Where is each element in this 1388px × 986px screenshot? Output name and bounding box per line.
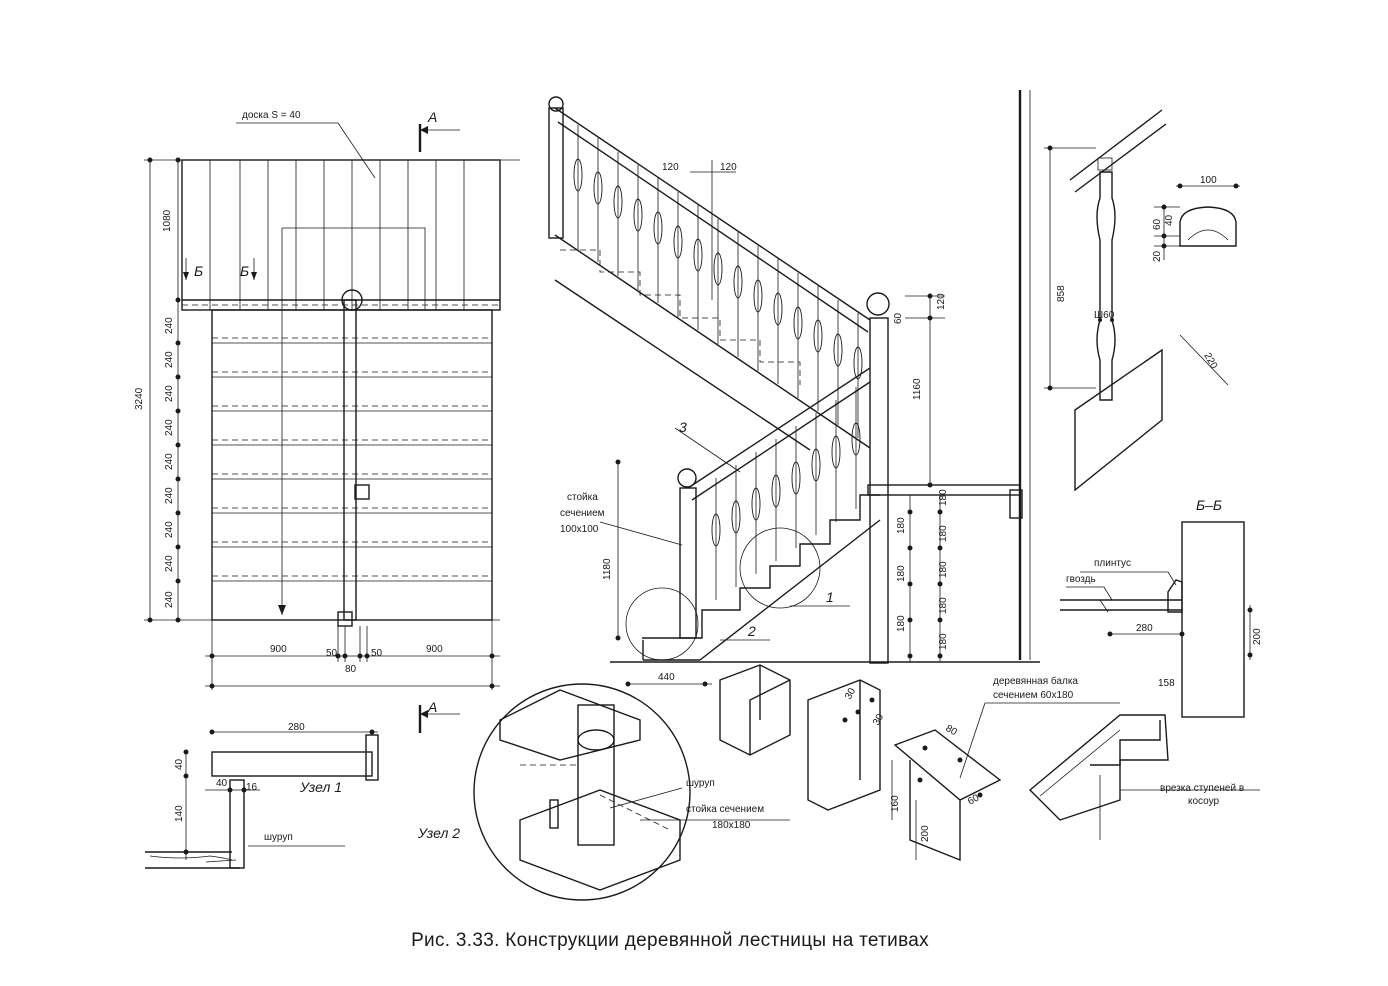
dim-1160: 1160 [912, 378, 923, 400]
plan-view: доска S = 40 А А Б Б 1080 3240 [134, 109, 520, 733]
section-b-2: Б [240, 263, 249, 279]
dim-440: 440 [658, 672, 675, 683]
mark-1: 1 [826, 589, 834, 605]
dim-180-r4: 180 [938, 597, 949, 614]
joint-30-b: 30 [871, 712, 886, 728]
beam-label-1: деревянная балка [993, 675, 1078, 687]
dim-120-c: 120 [936, 293, 947, 310]
baluster-detail: 858 Ш60 220 100 60 40 20 [1044, 109, 1240, 492]
joint-160: 160 [890, 795, 901, 812]
n1-40-v: 40 [174, 758, 185, 770]
rail-60: 60 [1152, 218, 1163, 230]
section-bb: Б–Б плинтус гвоздь 280 200 158 врезка ст… [1028, 497, 1263, 840]
bb-200: 200 [1252, 628, 1263, 645]
section-a-bottom: А [427, 699, 437, 715]
post-label-2: сечением [560, 508, 605, 519]
n1-140: 140 [174, 805, 185, 822]
dim-50-right: 50 [371, 648, 383, 659]
dim-50-left: 50 [326, 648, 338, 659]
dim-1180: 1180 [602, 558, 613, 580]
dim-240-4: 240 [164, 419, 175, 436]
node2-title: Узел 2 [417, 825, 460, 841]
dim-3240: 3240 [134, 387, 145, 410]
dim-1080: 1080 [162, 209, 173, 232]
section-b-1: Б [194, 263, 203, 279]
dim-240-7: 240 [164, 521, 175, 538]
dim-180-r3: 180 [938, 561, 949, 578]
dim-180-r1: 180 [938, 489, 949, 506]
dim-240-5: 240 [164, 453, 175, 470]
dim-80: 80 [345, 664, 357, 675]
notch-label-2: косоур [1188, 796, 1219, 807]
nail-label: гвоздь [1066, 574, 1096, 585]
n1-280: 280 [288, 722, 305, 733]
node2-screw: шуруп [686, 778, 715, 789]
figure-caption: Рис. 3.33. Конструкции деревянной лестни… [411, 930, 929, 951]
joint-80: 80 [944, 723, 960, 738]
dim-180-r5: 180 [938, 633, 949, 650]
section-bb-title: Б–Б [1196, 497, 1222, 513]
bb-158: 158 [1158, 678, 1175, 689]
joint-200: 200 [920, 825, 931, 842]
dim-240-6: 240 [164, 487, 175, 504]
elevation-view: 3 1 2 стойка сечением 100x100 120 120 12… [548, 90, 1120, 779]
dim-180-l2: 180 [896, 565, 907, 582]
rail-20: 20 [1152, 250, 1163, 262]
dim-240-8: 240 [164, 555, 175, 572]
dim-220: 220 [1201, 351, 1219, 371]
dim-180-r2: 180 [938, 525, 949, 542]
notch-label-1: врезка ступеней в [1160, 783, 1244, 794]
bb-280: 280 [1136, 623, 1153, 634]
post-label-1: стойка [567, 492, 598, 503]
dim-240-9: 240 [164, 591, 175, 608]
plinth-label: плинтус [1094, 558, 1131, 569]
dim-120-b: 120 [720, 162, 737, 173]
node-1: 280 40 140 40 16 Узел 1 шуруп [145, 722, 379, 869]
dim-120-a: 120 [662, 162, 679, 173]
dim-240-2: 240 [164, 351, 175, 368]
dim-180-l1: 180 [896, 517, 907, 534]
node2-post-1: стойка сечением [686, 804, 764, 815]
post-label-3: 100x100 [560, 524, 599, 535]
dim-180-l3: 180 [896, 615, 907, 632]
rail-100: 100 [1200, 175, 1217, 186]
n1-16: 16 [246, 782, 258, 793]
board-label: доска S = 40 [242, 110, 301, 121]
dim-240-3: 240 [164, 385, 175, 402]
joint-detail: 30 30 80 60 160 200 [719, 664, 1002, 862]
section-a-top: А [427, 109, 437, 125]
dim-60-post: 60 [893, 312, 904, 324]
dim-sh60: Ш60 [1094, 310, 1115, 321]
node1-screw: шуруп [264, 832, 293, 843]
node1-title: Узел 1 [299, 779, 342, 795]
joint-30-a: 30 [843, 686, 858, 702]
dim-900-right: 900 [426, 644, 443, 655]
dim-240-1: 240 [164, 317, 175, 334]
dim-900-left: 900 [270, 644, 287, 655]
mark-3: 3 [679, 419, 687, 435]
n1-40-h: 40 [216, 778, 228, 789]
rail-40: 40 [1164, 214, 1175, 226]
node-2: шуруп стойка сечением 180x180 Узел 2 [417, 683, 790, 901]
beam-label-2: сечением 60x180 [993, 690, 1074, 701]
joint-60: 60 [966, 792, 982, 807]
mark-2: 2 [747, 623, 756, 639]
node2-post-2: 180x180 [712, 820, 751, 831]
dim-858: 858 [1056, 285, 1067, 302]
